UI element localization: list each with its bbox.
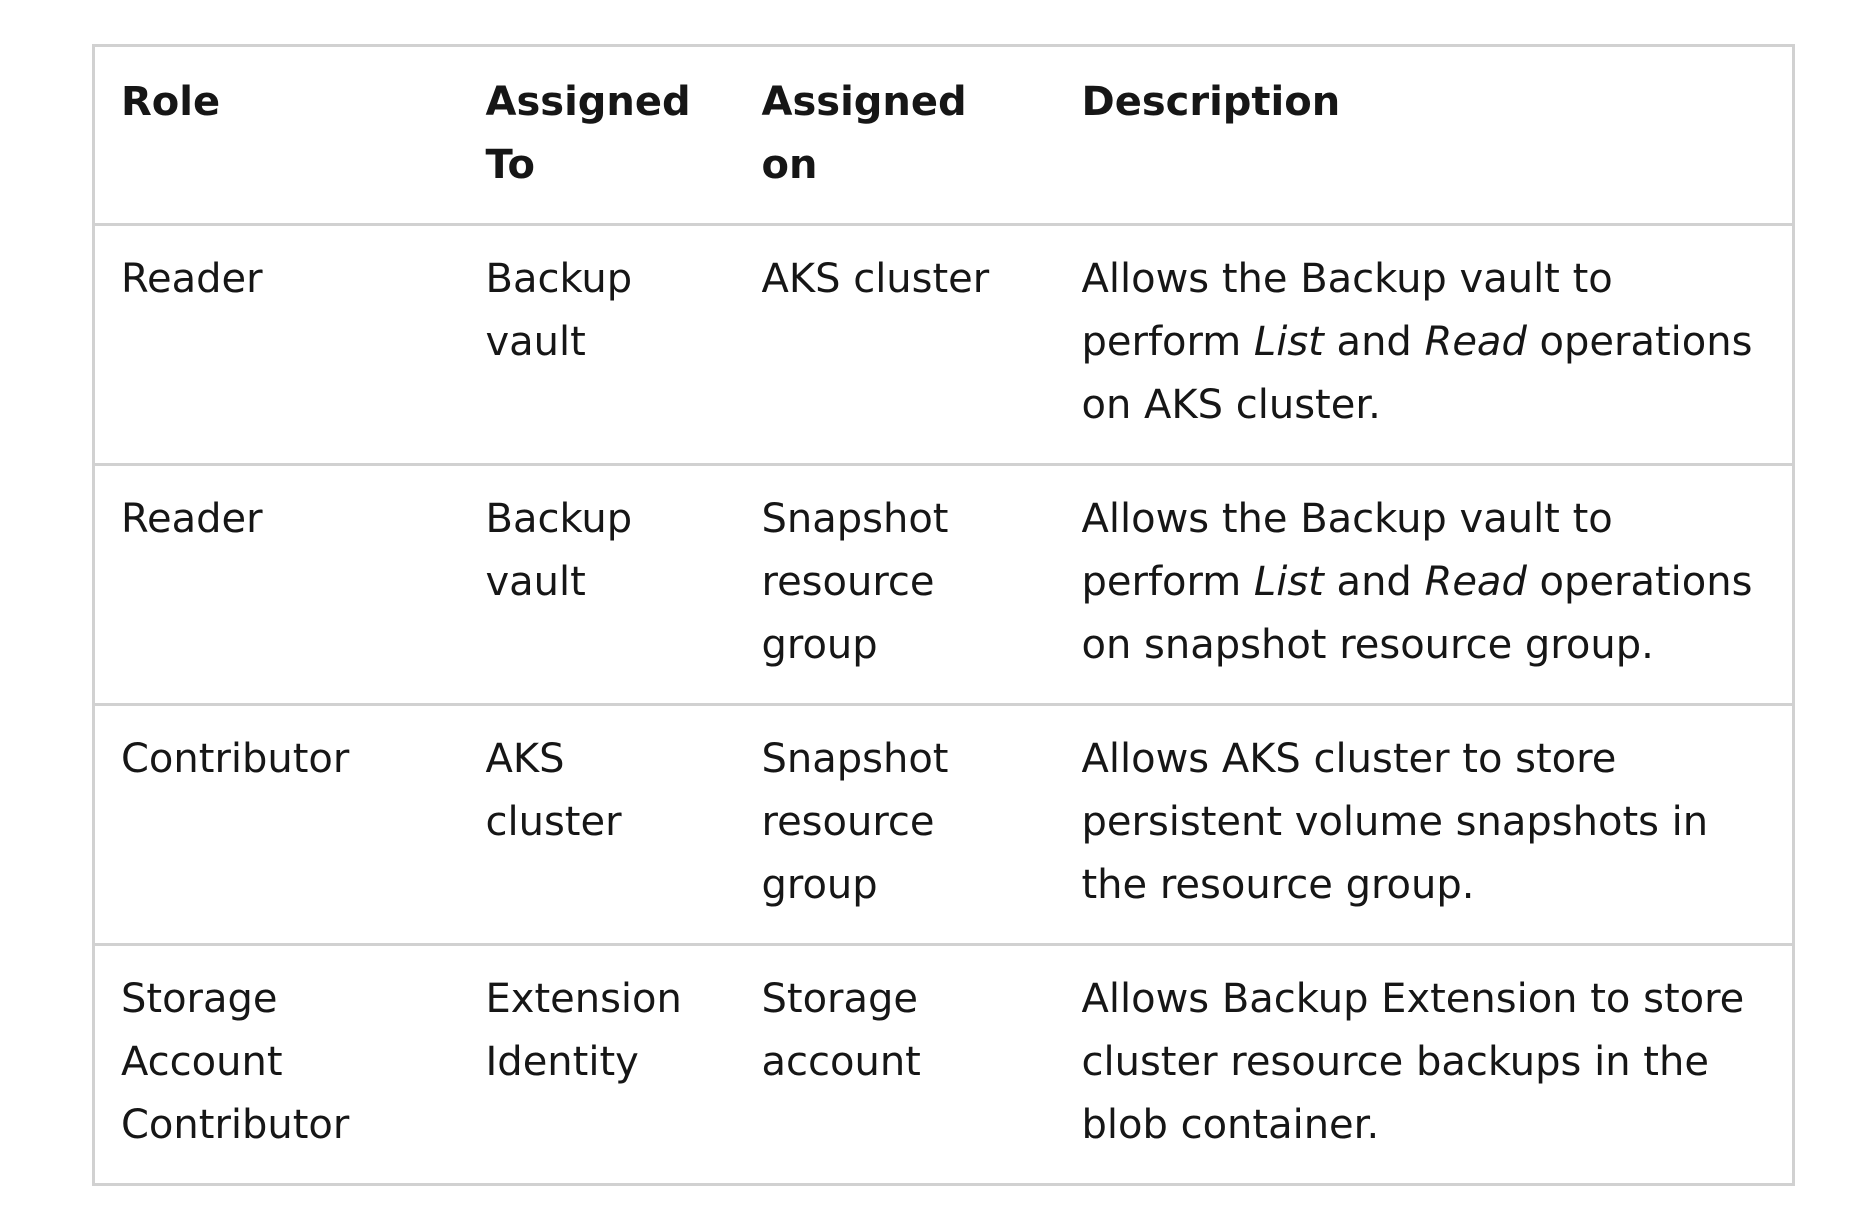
table-row: Storage Account Contributor Extension Id… xyxy=(94,945,1794,1185)
header-role: Role xyxy=(93,45,460,226)
description-emphasis-list: List xyxy=(1253,319,1324,365)
header-description: Description xyxy=(1055,45,1794,226)
description-text: operations on snapshot resource group. xyxy=(1081,559,1753,668)
description-emphasis-read: Read xyxy=(1424,319,1527,365)
cell-assigned-on: Snapshot resource group xyxy=(735,704,1056,946)
cell-assigned-to: Extension Identity xyxy=(485,976,682,1085)
role-assignments-table: Role Assigned To Assigned on Description… xyxy=(92,44,1795,1186)
cell-role: Reader xyxy=(93,224,460,466)
table-header: Role Assigned To Assigned on Description xyxy=(93,45,1794,226)
table-row: Contributor AKS cluster Snapshot resourc… xyxy=(93,704,1794,946)
header-row: Role Assigned To Assigned on Description xyxy=(93,45,1794,226)
header-assigned-to: Assigned To xyxy=(459,45,736,226)
cell-role: Reader xyxy=(93,464,460,706)
cell-description: Allows the Backup vault to perform List … xyxy=(1055,224,1794,466)
description-emphasis-list: List xyxy=(1253,559,1324,605)
header-assigned-on: Assigned on xyxy=(735,45,1056,226)
table-body: Reader Backup vault AKS cluster Allows t… xyxy=(93,224,1794,1185)
description-text: operations on AKS cluster. xyxy=(1081,319,1753,428)
role-assignments-table-container: Role Assigned To Assigned on Description… xyxy=(92,44,1795,1186)
cell-assigned-to: Backup vault xyxy=(459,464,736,706)
table-row: Reader Backup vault AKS cluster Allows t… xyxy=(93,224,1794,466)
description-text: and xyxy=(1323,559,1425,605)
table-row: Reader Backup vault Snapshot resource gr… xyxy=(93,464,1794,706)
cell-assigned-to: AKS cluster xyxy=(459,704,736,946)
cell-role: Contributor xyxy=(93,704,460,946)
description-text: Allows the Backup vault to perform xyxy=(1081,256,1613,365)
cell-role: Storage Account Contributor xyxy=(121,976,350,1148)
description-emphasis-read: Read xyxy=(1424,559,1527,605)
cell-description: Allows AKS cluster to store persistent v… xyxy=(1055,704,1794,946)
cell-assigned-to: Backup vault xyxy=(459,224,736,466)
cell-assigned-on: AKS cluster xyxy=(735,224,1056,466)
cell-description: Allows Backup Extension to store cluster… xyxy=(1081,976,1745,1148)
cell-assigned-on: Storage account xyxy=(761,976,921,1085)
cell-description: Allows the Backup vault to perform List … xyxy=(1055,464,1794,706)
cell-assigned-on: Snapshot resource group xyxy=(735,464,1056,706)
description-text: Allows the Backup vault to perform xyxy=(1081,496,1613,605)
description-text: and xyxy=(1323,319,1425,365)
